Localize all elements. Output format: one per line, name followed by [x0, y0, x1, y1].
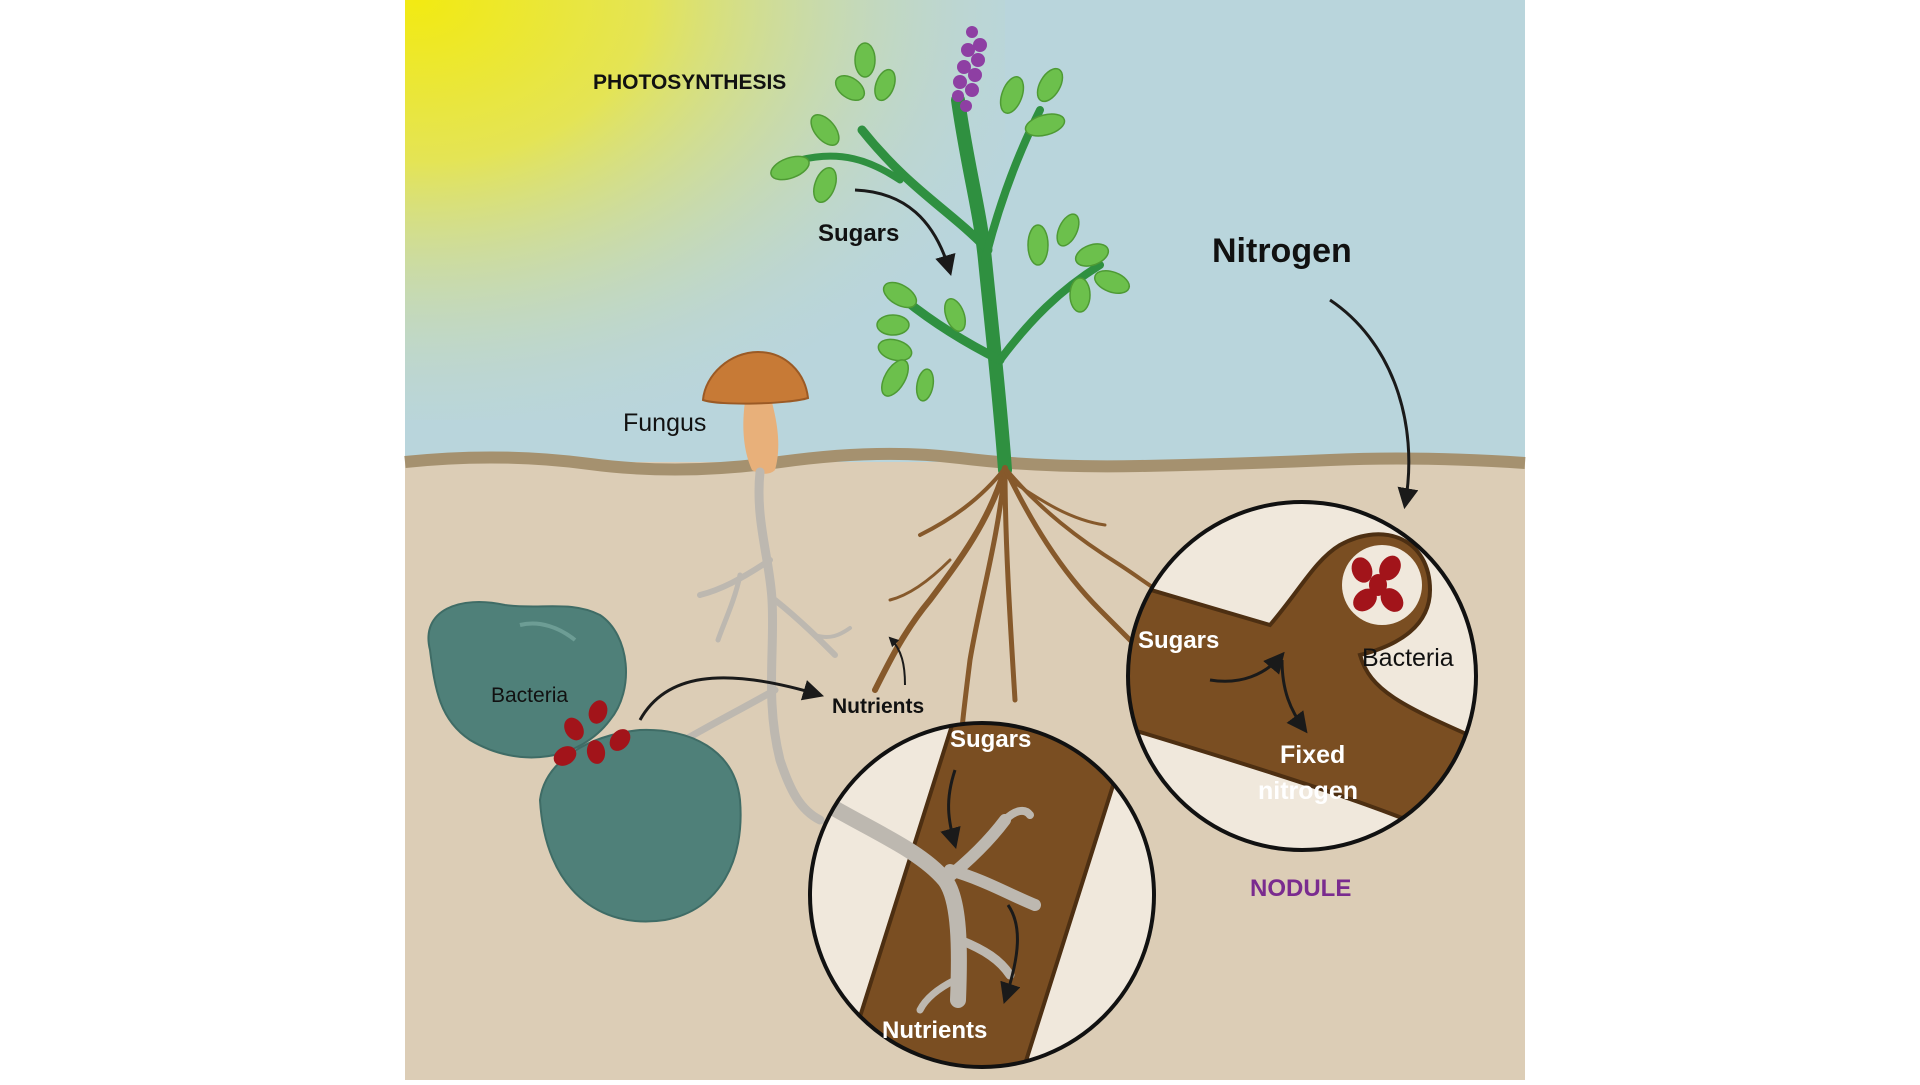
root-fungus-closeup: [808, 721, 1156, 1069]
mushroom-icon: [701, 350, 810, 474]
flow-arrows: [638, 188, 1419, 721]
soil-bacteria-label: Bacteria: [491, 684, 569, 707]
bacteria-icon: [553, 700, 631, 766]
fixed-nitrogen-label-2: nitrogen: [1258, 777, 1358, 805]
fixed-nitrogen-label-1: Fixed: [1280, 741, 1346, 769]
arrow-icon: [1329, 298, 1419, 510]
root-nutrients-label: Nutrients: [882, 1017, 988, 1044]
nodule-title: NODULE: [1250, 875, 1352, 902]
root-sugars-label: Sugars: [950, 726, 1032, 753]
nodule-closeup: [1126, 500, 1478, 852]
plant-icon: [770, 26, 1131, 477]
photosynthesis-label: PHOTOSYNTHESIS: [593, 71, 787, 94]
fungus-label: Fungus: [623, 409, 707, 437]
arrow-icon: [638, 676, 825, 721]
nodule-sugars-label: Sugars: [1138, 627, 1220, 654]
arrow-icon: [854, 188, 956, 277]
nitrogen-label: Nitrogen: [1212, 232, 1352, 270]
soil-surface: [404, 447, 1526, 476]
arrow-icon: [888, 636, 906, 686]
nodule-bacteria-label: Bacteria: [1362, 644, 1454, 672]
rock-icon: [427, 601, 742, 923]
soil-nutrients-label: Nutrients: [832, 695, 925, 718]
stem-sugars-label: Sugars: [818, 220, 900, 247]
